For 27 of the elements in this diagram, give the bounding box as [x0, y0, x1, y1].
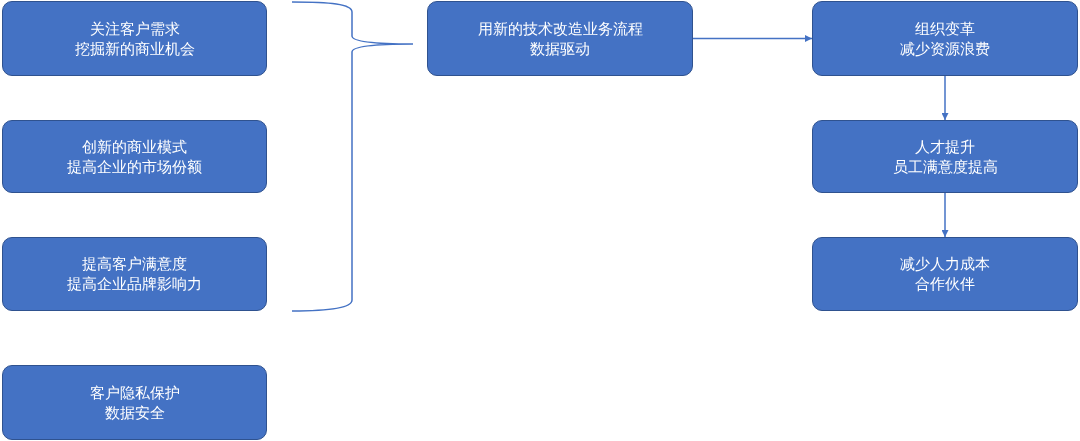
box-text: 数据安全 [104, 402, 165, 423]
process-box [812, 1, 1078, 76]
box-text: 减少资源浪费 [900, 38, 990, 59]
box-text: 人才提升 [915, 136, 975, 157]
process-box [2, 365, 267, 440]
arrow [941, 192, 949, 238]
box-text: 提高企业品牌影响力 [67, 274, 202, 294]
process-box [2, 120, 267, 193]
box-text: 创新的商业模式 [82, 136, 187, 157]
arrow [692, 35, 813, 42]
box-text: 客户隐私保护 [89, 382, 180, 403]
arrow [941, 75, 949, 121]
box-text: 数据驱动 [530, 38, 590, 59]
process-box [812, 237, 1078, 311]
box-text: 用新的技术改造业务流程 [477, 18, 643, 39]
process-box [427, 1, 693, 76]
box-text: 员工满意度提高 [892, 156, 998, 177]
box-text: 提高客户满意度 [82, 254, 187, 274]
box-text: 挖掘新的商业机会 [74, 38, 195, 59]
box-text: 关注客户需求 [89, 18, 180, 39]
box-text: 合作伙伴 [915, 274, 975, 294]
box-text: 提高企业的市场份额 [67, 156, 202, 177]
box-text: 组织变革 [915, 18, 975, 39]
process-box [2, 237, 267, 311]
process-box [812, 120, 1078, 193]
process-box [2, 1, 267, 76]
box-text: 减少人力成本 [900, 254, 990, 274]
